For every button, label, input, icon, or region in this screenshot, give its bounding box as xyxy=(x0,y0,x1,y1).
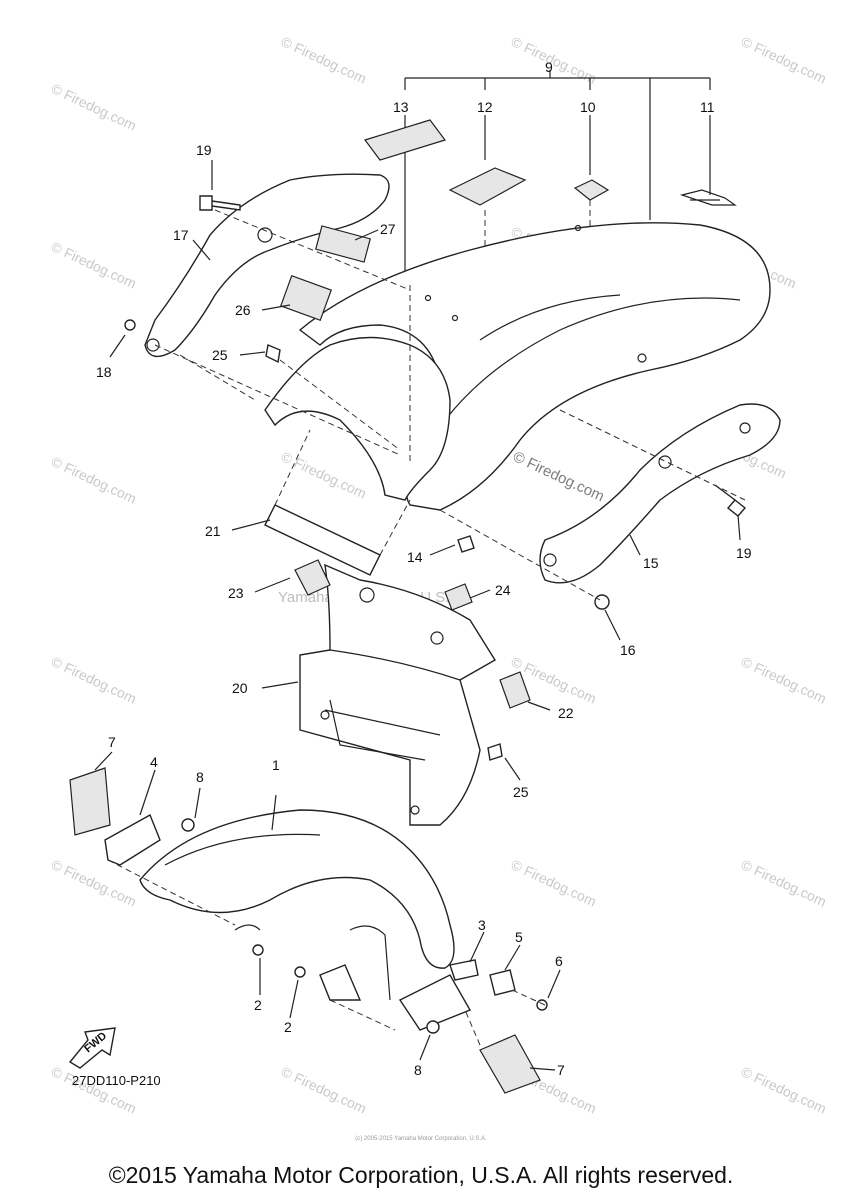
watermark-text: © Firedog.com xyxy=(739,653,829,706)
callout-10: 10 xyxy=(580,99,596,115)
callout-15: 15 xyxy=(643,555,659,571)
watermark-text: © Firedog.com xyxy=(49,453,139,506)
reflector-7-top xyxy=(69,767,111,836)
callout-16: 16 xyxy=(620,642,636,658)
callout-5: 5 xyxy=(515,929,523,945)
collar xyxy=(146,338,160,352)
decal-12 xyxy=(448,167,527,206)
watermark-text: © Firedog.com xyxy=(279,448,369,501)
callout-8: 8 xyxy=(196,769,204,785)
pad-27 xyxy=(315,225,371,263)
nut-8-bottom xyxy=(426,1020,440,1034)
callout-2: 2 xyxy=(254,997,262,1013)
pad-24 xyxy=(444,583,473,611)
callout-11: 11 xyxy=(700,99,715,115)
bolt-2b xyxy=(294,966,306,978)
callout-7b: 7 xyxy=(557,1062,565,1078)
callout-24: 24 xyxy=(495,582,511,598)
watermark-text: © Firedog.com xyxy=(509,856,599,909)
callout-labels: 9 13 12 10 11 19 27 17 26 25 18 21 14 15… xyxy=(96,59,752,1078)
callout-25b: 25 xyxy=(513,784,529,800)
callout-17: 17 xyxy=(173,227,189,243)
pad-26 xyxy=(280,275,332,321)
bolt-6 xyxy=(536,999,548,1011)
collar xyxy=(543,553,557,567)
rivet-16 xyxy=(594,594,610,610)
watermark-text: © Firedog.com xyxy=(279,1063,369,1116)
callout-13: 13 xyxy=(393,99,409,115)
collar xyxy=(658,455,672,469)
callout-leaders xyxy=(94,160,741,1071)
watermark-center: © Firedog.com xyxy=(510,448,607,505)
callout-25: 25 xyxy=(212,347,228,363)
clip-14 xyxy=(457,535,475,553)
nut-25-top xyxy=(265,344,281,364)
callout-6: 6 xyxy=(555,953,563,969)
callout-27: 27 xyxy=(380,221,396,237)
callout-18: 18 xyxy=(96,364,112,380)
mudguard-20 xyxy=(299,563,496,826)
bolt-19-top xyxy=(199,195,241,211)
callout-23: 23 xyxy=(228,585,244,601)
watermark-text: © Firedog.com xyxy=(49,80,139,133)
callout-12: 12 xyxy=(477,99,493,115)
nut-8-top xyxy=(181,818,195,832)
collar xyxy=(257,227,273,243)
watermark-text: © Firedog.com xyxy=(279,33,369,86)
watermark-text: © Firedog.com xyxy=(739,1063,829,1116)
bracket-5 xyxy=(489,969,516,996)
callout-14: 14 xyxy=(407,549,423,565)
callout-3: 3 xyxy=(478,917,486,933)
front-fender xyxy=(139,809,455,1001)
collar xyxy=(739,422,751,434)
watermark-text: © Firedog.com xyxy=(49,238,139,291)
bracket-right xyxy=(398,974,472,1031)
side-stay-15 xyxy=(539,403,781,584)
callout-20: 20 xyxy=(232,680,248,696)
callout-4: 4 xyxy=(150,754,158,770)
nut-25-bottom xyxy=(487,743,503,761)
spacer-3 xyxy=(449,959,479,981)
callout-19: 19 xyxy=(196,142,212,158)
reflector-7-bottom xyxy=(479,1034,541,1094)
pad-22 xyxy=(499,671,531,709)
decal-13 xyxy=(364,119,446,161)
bolt-18 xyxy=(124,319,136,331)
diagram-code: 27DD110-P210 xyxy=(72,1073,161,1088)
flap-21 xyxy=(264,504,381,576)
callout-9: 9 xyxy=(545,59,553,75)
decal-10 xyxy=(573,179,610,201)
callout-19b: 19 xyxy=(736,545,752,561)
callout-1: 1 xyxy=(272,757,280,773)
bolt-19-right xyxy=(714,484,747,517)
copyright-footer: ©2015 Yamaha Motor Corporation, U.S.A. A… xyxy=(108,1162,734,1188)
bolt-2a xyxy=(252,944,264,956)
watermark-text: © Firedog.com xyxy=(49,653,139,706)
inner-fender xyxy=(264,336,451,501)
callout-8b: 8 xyxy=(414,1062,422,1078)
fwd-arrow-icon: FWD xyxy=(68,1027,116,1069)
tiny-copyright: (c) 2005-2015 Yamaha Motor Corporation, … xyxy=(355,1136,487,1142)
side-stay-17 xyxy=(144,173,390,358)
pad-23 xyxy=(294,559,331,596)
watermark-text: © Firedog.com xyxy=(739,856,829,909)
watermark-text: © Firedog.com xyxy=(49,1063,139,1116)
callout-22: 22 xyxy=(558,705,574,721)
bracket-4 xyxy=(104,814,161,866)
watermark-text: © Firedog.com xyxy=(49,856,139,909)
callout-26: 26 xyxy=(235,302,251,318)
callout-2b: 2 xyxy=(284,1019,292,1035)
stay-left xyxy=(319,964,362,1001)
emblem-11 xyxy=(679,189,737,206)
callout-7: 7 xyxy=(108,734,116,750)
watermark-text: © Firedog.com xyxy=(739,33,829,86)
callout-21: 21 xyxy=(205,523,221,539)
